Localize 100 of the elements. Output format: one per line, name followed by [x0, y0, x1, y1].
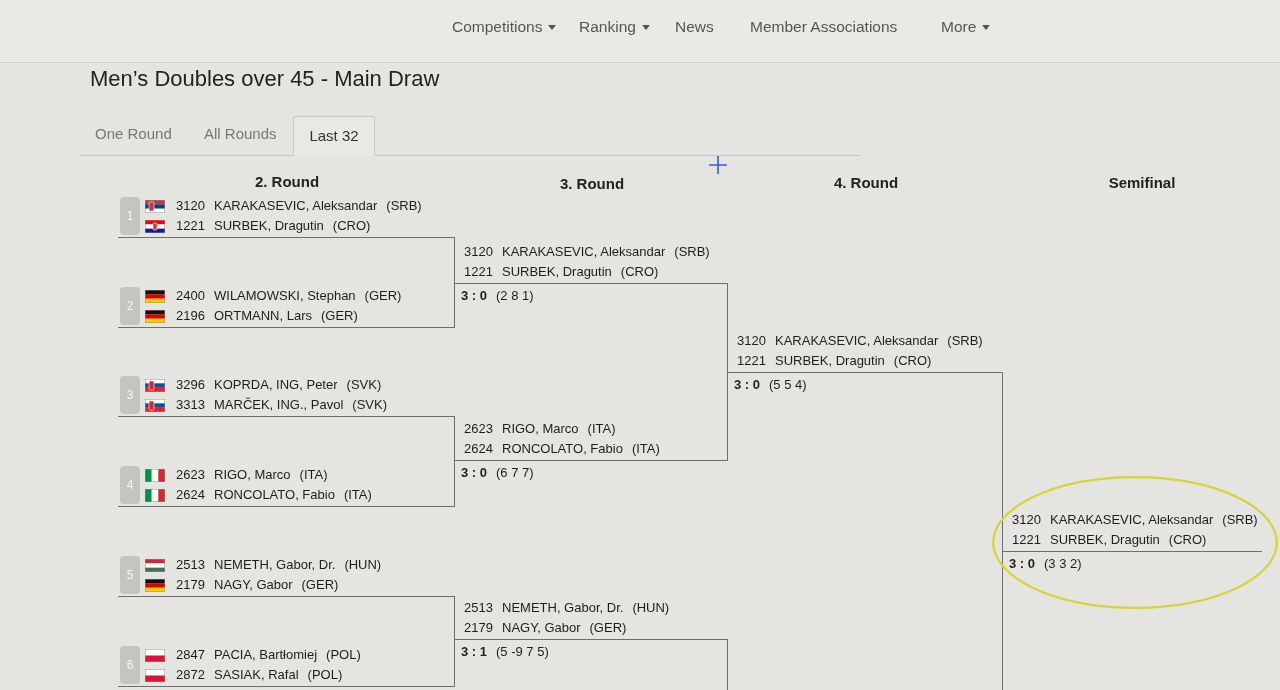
player-name: RIGO, Marco: [214, 466, 291, 484]
bracket-line: [454, 639, 455, 687]
player-name: RONCOLATO, Fabio: [214, 486, 335, 504]
game-scores: (5 -9 7 5): [496, 643, 549, 661]
bracket-line: [727, 372, 728, 461]
country-code: (CRO): [620, 263, 659, 281]
game-scores: (2 8 1): [496, 287, 534, 305]
country-code: (SRB): [674, 243, 710, 261]
player-name: MARČEK, ING., Pavol: [214, 396, 344, 414]
column-heading: 3. Round: [559, 175, 625, 193]
player-number: 1221: [464, 264, 493, 279]
bracket-line: [727, 639, 728, 690]
player-number: 2847: [176, 647, 205, 662]
match-score: 3 : 0: [461, 464, 487, 482]
draw-entry: [118, 644, 455, 687]
bracket-line: [454, 416, 455, 461]
column-heading: 2. Round: [254, 173, 320, 191]
player-name: SASIAK, Rafal: [214, 666, 299, 684]
draw-entry: [118, 285, 455, 328]
player-number: 2624: [464, 441, 493, 456]
player-number: 3120: [1012, 512, 1041, 527]
country-code: (CRO): [332, 217, 371, 235]
draw-entry: [118, 374, 455, 417]
player-number: 1221: [737, 353, 766, 368]
player-number: 1221: [176, 218, 205, 233]
player-name: WILAMOWSKI, Stephan: [214, 287, 356, 305]
draw-entry: [118, 464, 455, 507]
nav-link: More: [941, 17, 991, 37]
player-number: 2623: [464, 421, 493, 436]
player-number: 3313: [176, 397, 205, 412]
bracket-line: [454, 596, 455, 640]
country-code: (SVK): [352, 396, 387, 414]
country-code: (SVK): [346, 376, 382, 394]
country-code: (CRO): [893, 352, 932, 370]
player-name: KOPRDA, ING, Peter: [214, 376, 338, 394]
game-scores: (5 5 4): [769, 376, 807, 394]
active-tab: Last 32: [293, 116, 375, 156]
country-code: (ITA): [587, 420, 616, 438]
player-number: 1221: [1012, 532, 1041, 547]
nav-link: Member Associations: [750, 17, 898, 37]
country-code: (CRO): [1168, 531, 1207, 549]
country-code: (ITA): [631, 440, 660, 458]
match-score: 3 : 0: [1009, 555, 1035, 573]
player-number: 2400: [176, 288, 205, 303]
country-code: (GER): [589, 619, 627, 637]
player-name: NAGY, Gabor: [502, 619, 581, 637]
player-name: ORTMANN, Lars: [214, 307, 312, 325]
country-code: (ITA): [343, 486, 372, 504]
country-code: (HUN): [344, 556, 382, 574]
bracket-line: [454, 283, 455, 328]
country-code: (SRB): [947, 332, 983, 350]
player-number: 2179: [176, 577, 205, 592]
player-number: 2179: [464, 620, 493, 635]
page-title: Men’s Doubles over 45 - Main Draw: [90, 66, 440, 92]
tab-label: One Round: [95, 124, 172, 144]
player-name: NEMETH, Gabor, Dr.: [502, 599, 624, 617]
country-code: (GER): [321, 307, 358, 325]
country-code: (POL): [307, 666, 343, 684]
match-score: 3 : 0: [461, 287, 487, 305]
country-code: (SRB): [1222, 511, 1258, 529]
player-name: KARAKASEVIC, Aleksandar: [775, 332, 939, 350]
bracket-line: [454, 460, 455, 507]
nav-link: News: [675, 17, 714, 37]
player-number: 3120: [737, 333, 766, 348]
player-number: 3120: [464, 244, 493, 259]
bracket-line: [454, 237, 455, 284]
game-scores: (6 7 7): [496, 464, 534, 482]
country-code: (GER): [364, 287, 402, 305]
player-name: SURBEK, Dragutin: [1050, 531, 1160, 549]
player-name: SURBEK, Dragutin: [214, 217, 324, 235]
match-score: 3 : 0: [734, 376, 760, 394]
player-name: RIGO, Marco: [502, 420, 579, 438]
player-name: SURBEK, Dragutin: [502, 263, 612, 281]
country-code: (HUN): [632, 599, 670, 617]
player-name: PACIA, Bartłomiej: [214, 646, 318, 664]
player-number: 2513: [176, 557, 205, 572]
country-code: (GER): [301, 576, 339, 594]
player-name: NAGY, Gabor: [214, 576, 293, 594]
player-name: NEMETH, Gabor, Dr.: [214, 556, 336, 574]
draw-entry: [118, 195, 455, 238]
player-number: 2196: [176, 308, 205, 323]
player-number: 2623: [176, 467, 205, 482]
player-name: KARAKASEVIC, Aleksandar: [1050, 511, 1214, 529]
player-name: RONCOLATO, Fabio: [502, 440, 623, 458]
game-scores: (3 3 2): [1044, 555, 1082, 573]
player-name: KARAKASEVIC, Aleksandar: [214, 197, 378, 215]
player-name: KARAKASEVIC, Aleksandar: [502, 243, 666, 261]
column-heading: 4. Round: [833, 174, 899, 192]
player-number: 2624: [176, 487, 205, 502]
country-code: (SRB): [386, 197, 422, 215]
player-name: SURBEK, Dragutin: [775, 352, 885, 370]
bracket-line: [727, 283, 728, 373]
match-score: 3 : 1: [461, 643, 487, 661]
nav-link: Competitions: [452, 17, 557, 37]
draw-entry: [118, 554, 455, 597]
bracket-line: [1002, 372, 1003, 552]
country-code: (POL): [326, 646, 361, 664]
player-number: 2872: [176, 667, 205, 682]
column-heading: Semifinal: [1108, 174, 1176, 192]
bracket-line: [1002, 551, 1003, 690]
